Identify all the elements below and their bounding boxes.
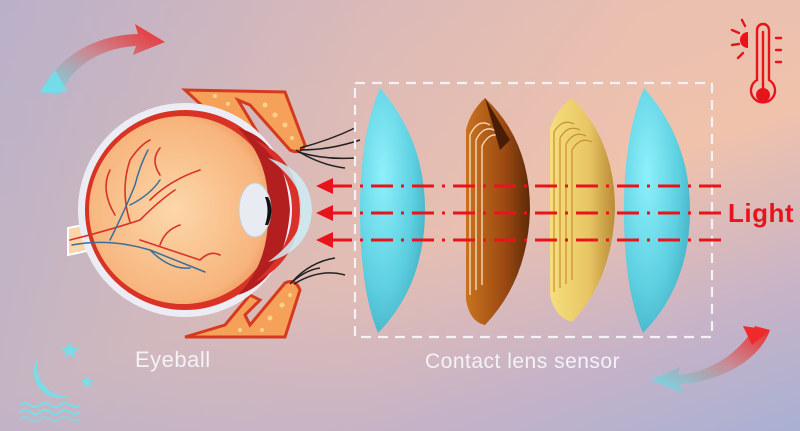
warming-arrow-icon [40,24,165,95]
lens-back [624,88,690,333]
eyeball-label: Eyeball [135,347,211,372]
light-rays [330,184,722,242]
gold-coil-layer [550,98,615,322]
upper-eyelid [181,88,361,169]
lens-front [360,88,425,333]
sensor-bounding-box [353,81,714,339]
light-label: Light [728,198,795,228]
contact-lens-sensor-label: Contact lens sensor [425,350,621,373]
cooling-arrow-icon [650,326,770,393]
moon-night-icon [19,342,93,422]
light-arrowheads [316,178,333,248]
thermometer-sun-icon [730,18,783,104]
lower-eyelid [184,257,346,339]
eyeball-illustration [67,103,312,317]
